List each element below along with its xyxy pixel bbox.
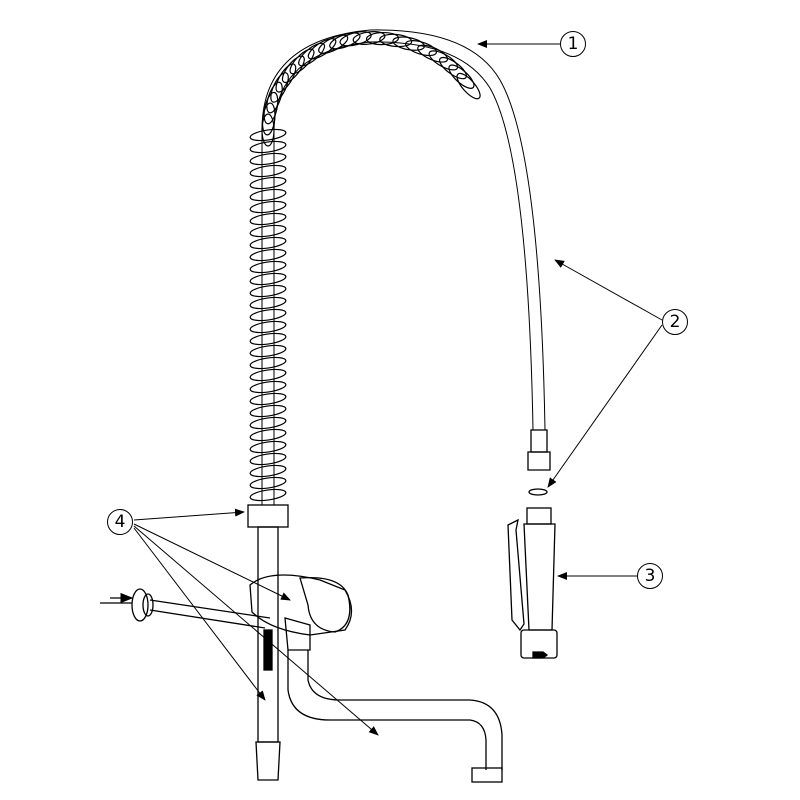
spring-coil: [249, 488, 287, 502]
spring-coil: [249, 152, 287, 166]
callout-4: 4: [107, 509, 133, 535]
spout: [287, 650, 503, 770]
hose-nut: [527, 451, 551, 471]
spring-coil: [456, 72, 481, 100]
spring-coil: [249, 272, 287, 286]
spring-coil: [438, 56, 468, 80]
spring-coil: [281, 55, 305, 84]
spring-coil: [289, 48, 315, 75]
spring-coil: [329, 32, 361, 50]
spring-coil: [249, 284, 287, 298]
spring-coil: [249, 344, 287, 358]
hose-inner: [261, 29, 546, 505]
callout-1: 1: [560, 31, 586, 57]
spring-coil: [249, 164, 287, 178]
spring-coil: [249, 140, 287, 154]
mixer-column: [247, 504, 289, 781]
spring-coil: [270, 72, 289, 103]
spring-coil: [249, 188, 287, 202]
spring-coil: [249, 200, 287, 214]
spring-coil: [249, 368, 287, 382]
spring-coil: [249, 248, 287, 262]
hose-inner-2: [273, 41, 534, 505]
mixer-body: [249, 574, 353, 651]
spring-coil: [365, 31, 400, 46]
spring-coil: [249, 464, 287, 478]
callout-label: 1: [567, 34, 579, 54]
spring-coil: [249, 176, 287, 190]
leader-lines: [133, 40, 663, 736]
spring-coil: [249, 308, 287, 322]
spring-coil: [249, 440, 287, 454]
spring-coil: [249, 404, 287, 418]
callout-2: 2: [662, 309, 688, 335]
spring-coil: [379, 33, 413, 48]
spring-coil: [249, 320, 287, 334]
spout-tip: [471, 767, 503, 783]
spring-coil: [249, 428, 287, 442]
seal-ring: [528, 488, 548, 496]
spring-coil: [249, 452, 287, 466]
spring-coil: [249, 224, 287, 238]
spring-coil: [428, 50, 459, 71]
callout-3: 3: [637, 563, 663, 589]
spring-coil: [275, 63, 297, 93]
spring-coil: [307, 38, 337, 60]
spring-coil: [249, 296, 287, 310]
spring-coil: [249, 260, 287, 274]
spring-coil: [249, 380, 287, 394]
spring-coil: [249, 332, 287, 346]
callout-label: 4: [114, 512, 126, 532]
spring-coil: [249, 236, 287, 250]
spring-coil: [249, 416, 287, 430]
wall-rod: [100, 589, 271, 629]
hose-end-fitting: [530, 429, 548, 453]
spring-coil: [318, 34, 349, 54]
spray-handle: [507, 507, 558, 659]
spring-coil: [266, 81, 283, 114]
spring-coil: [392, 36, 426, 51]
spring-coil: [249, 476, 287, 490]
callout-label: 2: [669, 312, 681, 332]
spring-coil: [249, 128, 287, 142]
spring-coil: [298, 42, 326, 67]
spring-coil: [263, 91, 279, 125]
spring-coil: [261, 113, 275, 147]
callout-label: 3: [644, 566, 656, 586]
spring-coil: [405, 40, 438, 57]
spring-coil: [249, 212, 287, 226]
spring-coil: [249, 392, 287, 406]
spring-coil: [261, 102, 276, 136]
spring-coil: [448, 64, 475, 89]
spring-coil: [417, 44, 449, 63]
spring-coils: [249, 31, 481, 502]
spring-coil: [249, 356, 287, 370]
